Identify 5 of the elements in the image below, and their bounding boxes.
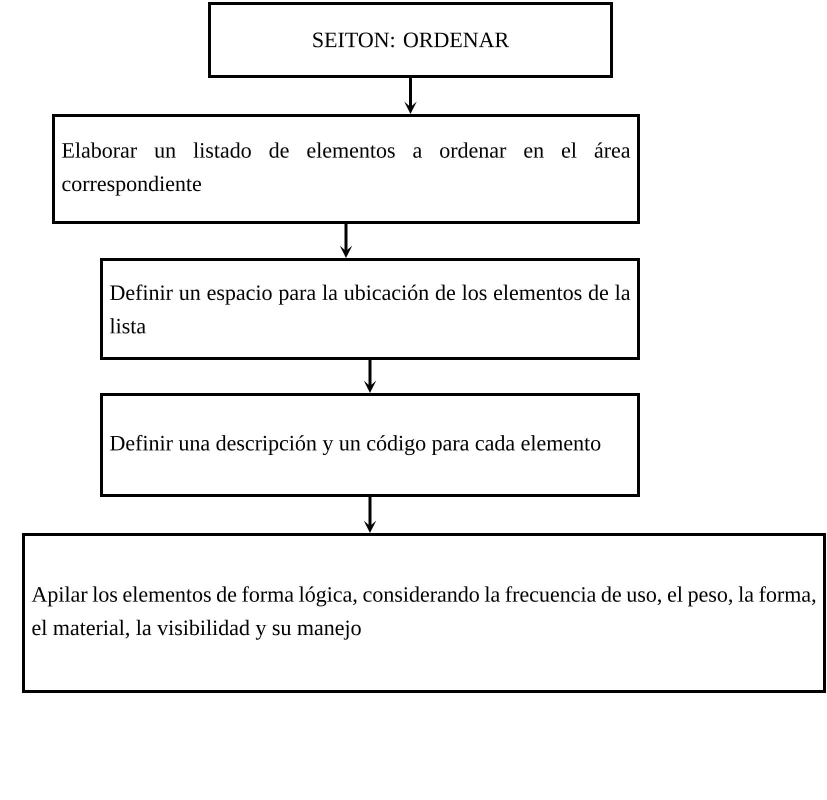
process-box: Apilar los elementos de forma lógica, considerando la frecuencia de uso, el peso, la forma, el material, la visibilidad y su manejo xyxy=(22,533,826,693)
process-box: Definir un espacio para la ubicación de los elementos de la lista xyxy=(100,258,640,360)
process-box: SEITON: ORDENAR xyxy=(208,2,613,78)
process-box: Elaborar un listado de elementos a ordenar en el área correspondiente xyxy=(52,114,640,224)
process-box: Definir una descripción y un código para cada elemento xyxy=(100,393,640,497)
